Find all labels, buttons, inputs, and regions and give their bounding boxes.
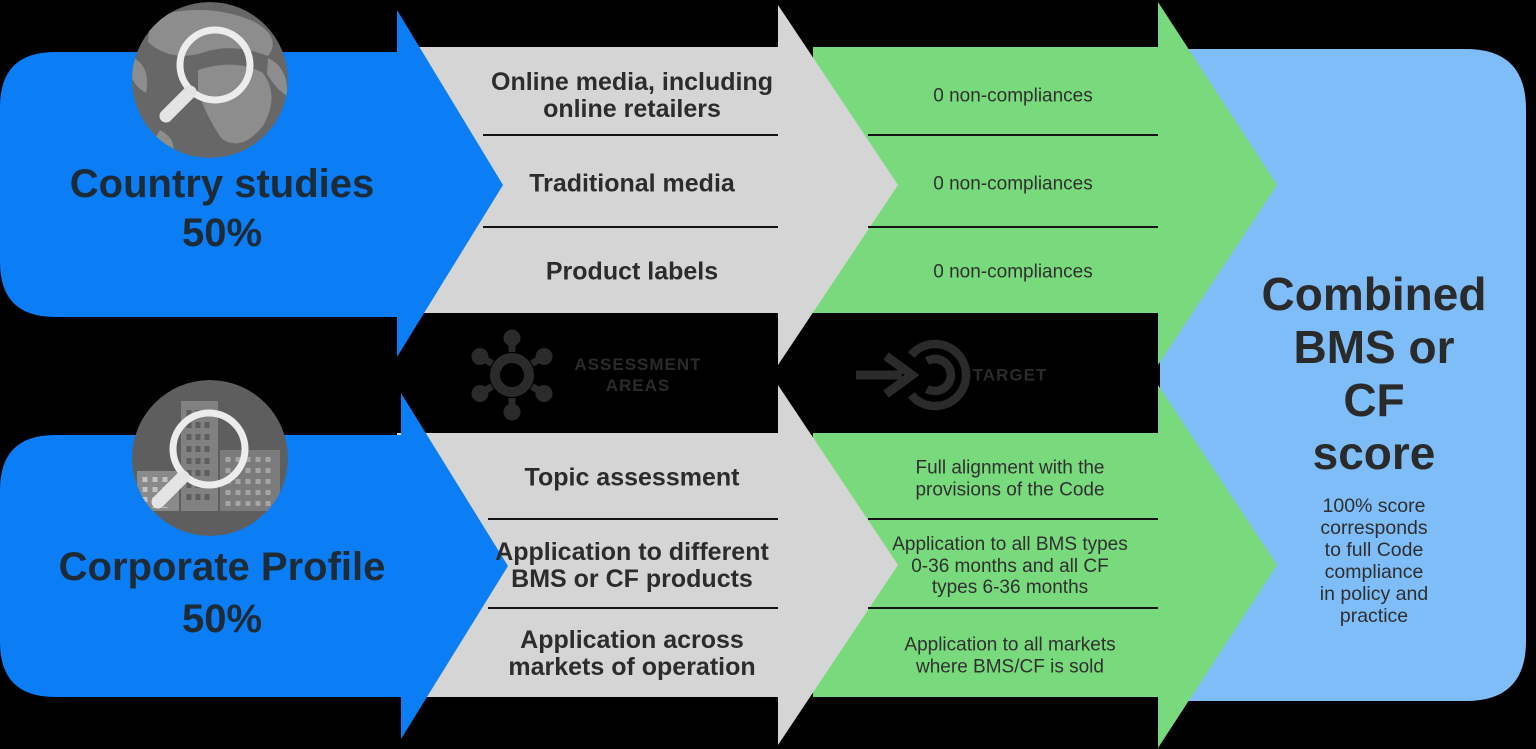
globe-magnifier-icon [132, 2, 288, 158]
assessment-arrow-top [397, 5, 898, 365]
hub-icon [471, 329, 553, 421]
band-assessment-areas-label: ASSESSMENT AREAS [574, 355, 702, 395]
country-studies-title: Country studies [69, 162, 375, 206]
target-row-labels: 0 non-compliances [933, 261, 1093, 283]
target-row-all-markets: Application to all markets where BMS/CF … [904, 634, 1116, 678]
assessment-arrow-bottom [397, 385, 898, 745]
band-target-label: TARGET [972, 365, 1048, 385]
target-row-online: 0 non-compliances [933, 85, 1093, 107]
combined-score-subtitle: 100% score corresponds to full Code comp… [1319, 495, 1429, 627]
buildings-magnifier-icon [132, 380, 288, 536]
assessment-row-application-products: Application to different BMS or CF produ… [495, 538, 769, 593]
row-dividers [483, 134, 1158, 609]
target-arrow-bottom [813, 385, 1277, 748]
combined-score-title: Combined BMS or CF score [1261, 268, 1487, 479]
target-row-traditional: 0 non-compliances [933, 173, 1093, 195]
assessment-row-traditional-media: Traditional media [529, 169, 735, 198]
corporate-profile-arrow [0, 393, 508, 739]
assessment-row-topic: Topic assessment [524, 463, 740, 492]
target-row-bms-types: Application to all BMS types 0-36 months… [892, 533, 1128, 598]
country-studies-pct: 50% [181, 211, 263, 255]
target-arrow-top [813, 2, 1277, 365]
assessment-row-product-labels: Product labels [545, 257, 719, 286]
target-row-full-alignment: Full alignment with the provisions of th… [915, 457, 1105, 501]
corporate-profile-pct: 50% [181, 597, 263, 641]
assessment-row-application-markets: Application across markets of operation [508, 626, 756, 681]
assessment-row-online-media: Online media, including online retailers [491, 68, 773, 123]
target-icon [856, 339, 971, 411]
corporate-profile-title: Corporate Profile [58, 545, 386, 589]
country-studies-arrow [0, 10, 503, 357]
